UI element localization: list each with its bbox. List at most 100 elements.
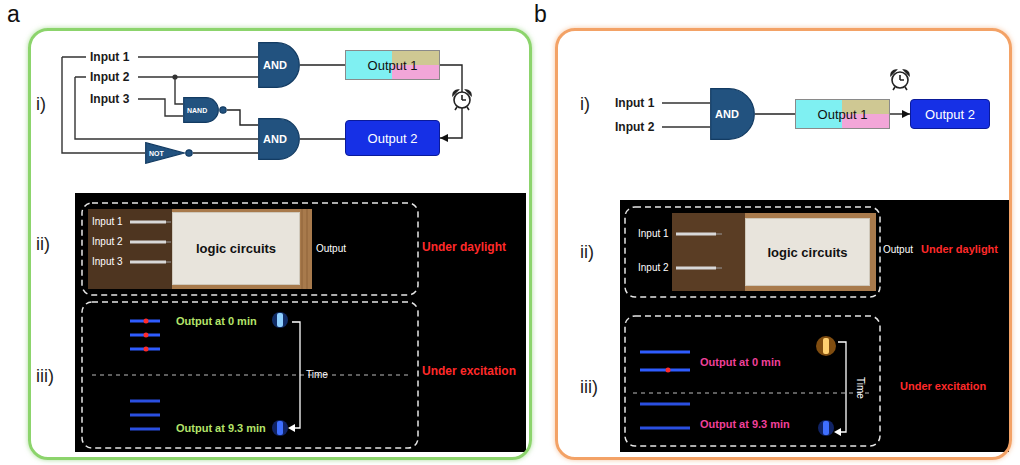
- connector: [193, 152, 258, 153]
- input-label: Input 1: [615, 96, 654, 110]
- gate-label: NOT: [145, 150, 164, 157]
- time-bracket: [292, 322, 300, 428]
- circuit-board: logic circuits: [172, 212, 300, 285]
- photo-label: Input 1: [638, 228, 669, 240]
- box-label: Output 2: [925, 107, 975, 122]
- input-label: Input 1: [90, 50, 129, 64]
- output-glow: [816, 336, 836, 356]
- panel-letter: b: [534, 3, 547, 26]
- gate-body: [259, 43, 300, 88]
- output-time-label: Output at 0 min: [700, 356, 781, 369]
- clock-bells: [453, 90, 471, 95]
- photo-label: Output: [316, 243, 346, 255]
- photo-background: [620, 200, 1009, 452]
- time-bracket: [838, 342, 846, 432]
- box-label: Output 1: [818, 107, 868, 122]
- gate-body: [259, 119, 300, 160]
- panel-part-number: ii): [580, 243, 594, 261]
- circuit-board: logic circuits: [745, 218, 870, 286]
- box-label: Output 2: [368, 131, 418, 146]
- red-emission: [144, 333, 149, 338]
- dashed-frame: [625, 316, 880, 446]
- photo-label: Input 2: [638, 262, 669, 274]
- time-label: Time: [854, 377, 866, 399]
- photo-label: Output: [883, 244, 913, 256]
- connector: [300, 64, 345, 65]
- and-gate: AND: [258, 118, 300, 160]
- nand-gate: NAND: [183, 97, 227, 123]
- panel-part-number: iii): [580, 378, 598, 396]
- time-label: Time: [306, 369, 328, 381]
- wood-board: [672, 213, 876, 291]
- input-wire: [662, 103, 710, 127]
- output-vial: [823, 421, 829, 435]
- wood-board: [88, 209, 312, 289]
- red-emission: [666, 368, 671, 373]
- photo-label: Input 1: [92, 216, 123, 228]
- box-label: Output 1: [368, 58, 418, 73]
- wood-board: [88, 209, 172, 289]
- syringe: [130, 222, 166, 262]
- panel-part-number: ii): [36, 235, 50, 253]
- photo-label: Input 3: [92, 256, 123, 268]
- output-time-label: Output at 9.3 min: [700, 418, 790, 431]
- input-label: Input 2: [90, 70, 129, 84]
- clock-hands: [893, 75, 907, 90]
- alarm-clock-icon: [453, 90, 471, 110]
- output-glow: [272, 312, 288, 328]
- separator-line: [633, 393, 872, 394]
- condition-label: Under excitation: [422, 364, 516, 378]
- output-vial: [277, 421, 283, 435]
- wood-grain: [302, 209, 307, 289]
- output-vial: [823, 338, 829, 354]
- connector: [300, 138, 345, 139]
- gate-label: AND: [710, 108, 739, 120]
- clock-hands: [455, 95, 469, 110]
- condition-label: Under daylight: [921, 243, 998, 256]
- output-glow: [272, 420, 288, 436]
- panel-part-number: i): [36, 95, 46, 113]
- and-gate: AND: [258, 42, 300, 88]
- output-box: Output 1: [345, 50, 440, 80]
- separator-line: [92, 375, 408, 376]
- inversion-bubble: [186, 150, 192, 156]
- output-glow: [818, 420, 834, 436]
- time-arrowhead: [288, 424, 295, 432]
- input-wire: [175, 77, 183, 104]
- panel-part-number: i): [580, 95, 590, 113]
- connector: [755, 113, 795, 114]
- junction-dot: [172, 74, 177, 79]
- glowing-syringe: [640, 404, 690, 428]
- not-gate: NOT: [145, 142, 193, 164]
- output-time-label: Output at 0 min: [176, 315, 257, 328]
- gate-body: [711, 89, 755, 140]
- wood-board: [672, 213, 745, 291]
- panel-letter: a: [7, 3, 20, 26]
- clock-bells: [891, 70, 909, 75]
- input-label: Input 3: [90, 92, 129, 106]
- gate-label: AND: [258, 133, 287, 145]
- dashed-frame: [82, 203, 418, 295]
- glowing-syringe: [640, 352, 690, 370]
- alarm-clock-icon: [891, 70, 909, 90]
- and-gate: AND: [710, 88, 755, 140]
- gate-body: [184, 98, 219, 123]
- syringe: [676, 234, 716, 268]
- output-box: Output 2: [345, 120, 440, 156]
- syringe-needle: [166, 222, 171, 262]
- gate-label: NAND: [183, 107, 207, 114]
- output-box: Output 1: [795, 99, 890, 129]
- panel-part-number: iii): [36, 367, 54, 385]
- gate-body: [146, 143, 185, 164]
- connector: [227, 110, 258, 125]
- box-label: logic circuits: [767, 245, 847, 260]
- gate-label: AND: [258, 59, 287, 71]
- logic-wires: [62, 57, 710, 153]
- input-label: Input 2: [615, 120, 654, 134]
- condition-label: Under daylight: [422, 240, 506, 254]
- output-vial: [277, 313, 283, 327]
- glowing-syringe: [130, 321, 160, 349]
- dashed-frame: [625, 207, 880, 297]
- input-wire: [138, 99, 183, 116]
